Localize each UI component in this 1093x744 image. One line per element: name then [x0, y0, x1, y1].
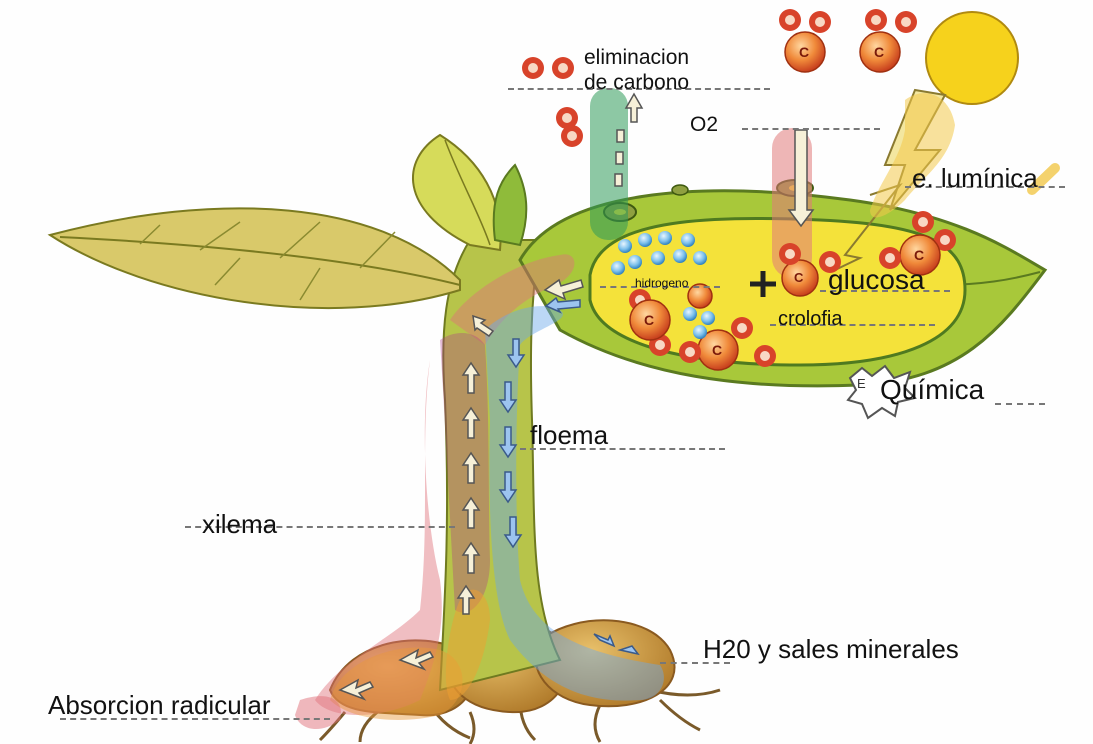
label-absorcion: Absorcion radicular: [48, 692, 271, 718]
label-luminica: e. lumínica: [912, 165, 1038, 191]
label-quimica: Química: [880, 376, 984, 404]
carbon-atom-icon: C: [799, 45, 809, 59]
leader-quimica: [995, 403, 1045, 405]
label-eliminacion-line2: de carbono: [584, 72, 689, 93]
energy-icon: E: [857, 377, 866, 390]
sun-icon: [926, 12, 1018, 104]
label-o2: O2: [690, 114, 718, 135]
label-eliminacion-line1: eliminacion: [584, 47, 689, 68]
label-floema: floema: [530, 422, 608, 448]
label-hidrogeno: hidrogeno: [635, 277, 688, 289]
carbon-atom-icon: C: [914, 248, 924, 262]
label-glucosa: glucosa: [828, 266, 925, 294]
carbon-atom-icon: C: [794, 271, 803, 284]
carbon-atom-icon: C: [644, 313, 654, 327]
carbon-atom-icon: C: [874, 45, 884, 59]
label-clorofila: crolofia: [778, 309, 842, 329]
label-h2o-sales: H20 y sales minerales: [703, 636, 959, 662]
label-xilema: xilema: [202, 511, 277, 537]
leader-o2: [742, 128, 880, 130]
carbon-atom-icon: C: [712, 343, 722, 357]
